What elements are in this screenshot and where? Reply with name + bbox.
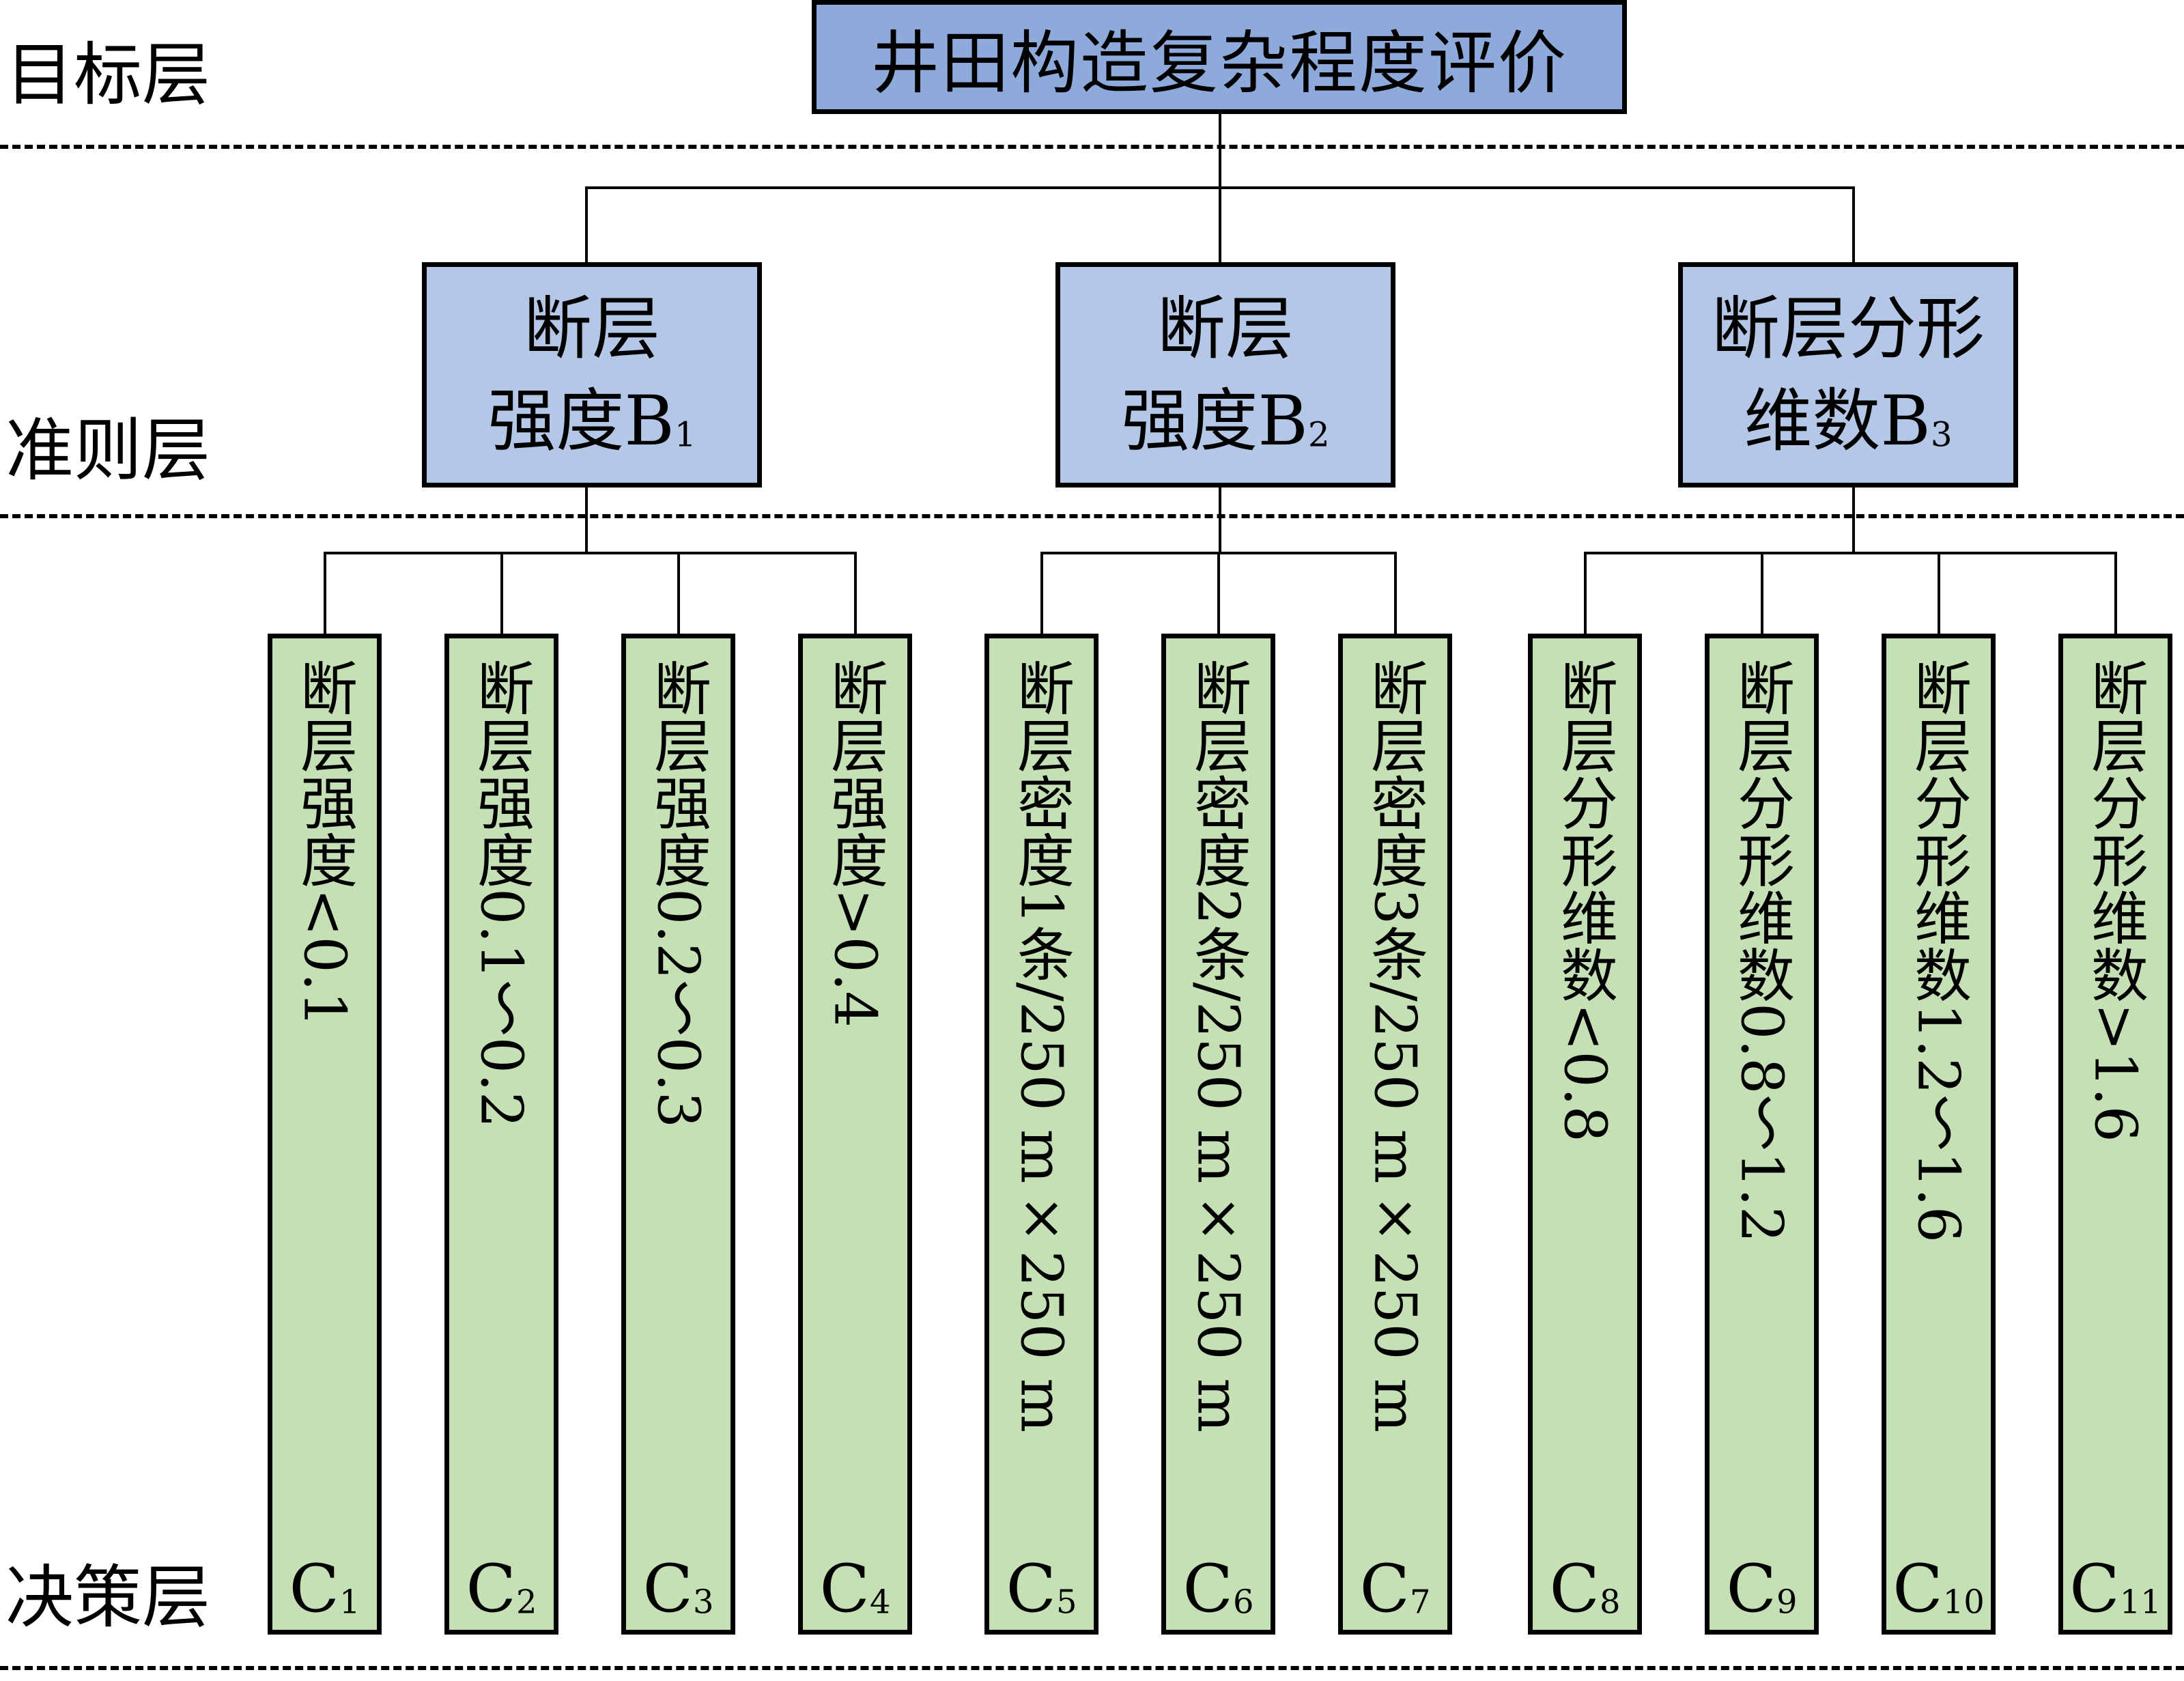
connector-b1-bus (323, 552, 857, 554)
layer-divider-1 (0, 145, 2184, 149)
decision-text: 断层分形维数1.2～1.6 (1905, 659, 1972, 1243)
decision-text: 断层分形维数<0.8 (1551, 659, 1619, 1142)
connector-c2 (500, 552, 503, 634)
decision-text: 断层强度<0.1 (291, 659, 358, 1028)
decision-node-c6: 断层密度2条/250 m×250 m C6 (1161, 634, 1275, 1635)
decision-code: C9 (1726, 1551, 1798, 1627)
decision-code: C4 (819, 1551, 891, 1627)
connector-c9 (1760, 552, 1763, 634)
decision-code: C1 (289, 1551, 360, 1627)
decision-code: C6 (1182, 1551, 1254, 1627)
connector-c1 (323, 552, 326, 634)
decision-node-c7: 断层密度3条/250 m×250 m C7 (1338, 634, 1452, 1635)
layer-label-decision: 决策层 (5, 1557, 210, 1637)
connector-b2-trunk (1219, 486, 1221, 553)
connector-c3 (677, 552, 680, 634)
criteria-b2-line1: 断层 (1157, 289, 1294, 369)
connector-b3 (1852, 186, 1855, 263)
layer-divider-3 (0, 1666, 2184, 1670)
decision-code: C10 (1892, 1551, 1985, 1627)
connector-b1 (585, 186, 588, 263)
connector-b2 (1219, 186, 1221, 263)
decision-code: C8 (1549, 1551, 1621, 1627)
criteria-node-b1: 断层 强度B1 (422, 262, 762, 488)
decision-code: C5 (1006, 1551, 1077, 1627)
decision-code: C3 (642, 1551, 714, 1627)
criteria-b1-line2: 强度B1 (487, 381, 696, 461)
connector-b3-trunk (1852, 486, 1855, 553)
connector-c6 (1217, 552, 1220, 634)
connector-b1-trunk (585, 486, 588, 553)
goal-text: 井田构造复杂程度评价 (871, 23, 1568, 103)
decision-text: 断层分形维数>1.6 (2082, 659, 2149, 1142)
criteria-node-b3: 断层分形 维数B3 (1678, 262, 2018, 488)
criteria-node-b2: 断层 强度B2 (1055, 262, 1395, 488)
criteria-b2-line2: 强度B2 (1121, 381, 1330, 461)
decision-code: C7 (1359, 1551, 1431, 1627)
decision-text: 断层密度1条/250 m×250 m (1008, 659, 1075, 1433)
decision-text: 断层密度3条/250 m×250 m (1361, 659, 1429, 1433)
criteria-b3-line1: 断层分形 (1712, 289, 1985, 369)
connector-c11 (2114, 552, 2117, 634)
connector-c8 (1583, 552, 1587, 634)
layer-label-criteria: 准则层 (5, 410, 210, 490)
layer-divider-2 (0, 514, 2184, 518)
decision-text: 断层强度0.2～0.3 (644, 659, 712, 1129)
connector-c4 (853, 552, 857, 634)
decision-code: C11 (2069, 1551, 2161, 1627)
decision-code: C2 (466, 1551, 537, 1627)
goal-node: 井田构造复杂程度评价 (812, 0, 1627, 114)
decision-text: 断层强度0.1～0.2 (468, 659, 535, 1129)
decision-text: 断层分形维数0.8～1.2 (1728, 659, 1796, 1243)
connector-goal-trunk (1219, 114, 1221, 189)
decision-text: 断层强度>0.4 (821, 659, 889, 1028)
criteria-b1-line1: 断层 (524, 289, 660, 369)
layer-label-goal: 目标层 (5, 35, 210, 115)
connector-c10 (1937, 552, 1940, 634)
criteria-b3-line2: 维数B3 (1744, 381, 1953, 461)
connector-c7 (1393, 552, 1397, 634)
decision-text: 断层密度2条/250 m×250 m (1185, 659, 1252, 1433)
connector-c5 (1040, 552, 1043, 634)
connector-b3-bus (1583, 552, 2117, 554)
decision-node-c5: 断层密度1条/250 m×250 m C5 (984, 634, 1098, 1635)
